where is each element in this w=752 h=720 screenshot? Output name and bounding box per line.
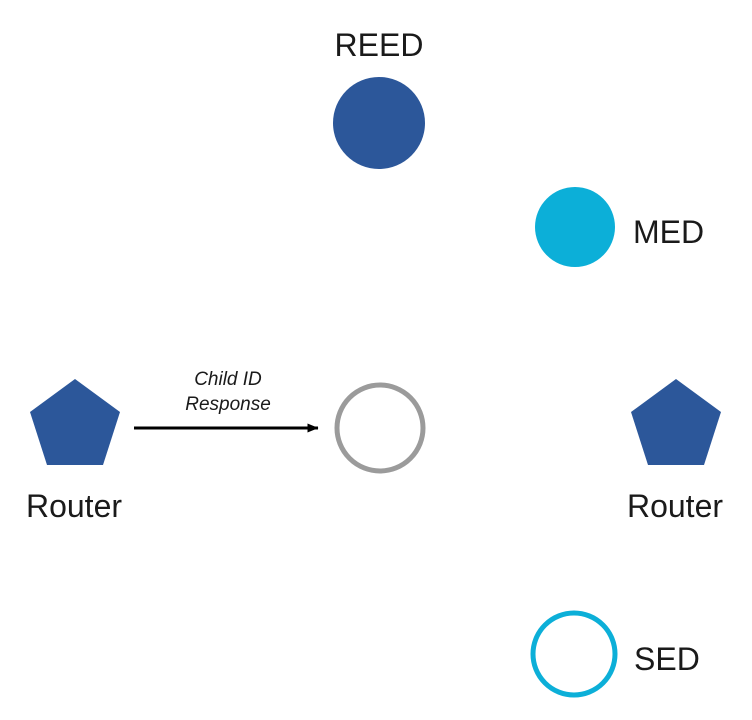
node-label-med: MED	[633, 214, 704, 250]
sed-circle-icon[interactable]	[530, 610, 618, 698]
node-router-right[interactable]: Router	[627, 379, 723, 524]
node-reed[interactable]: REED	[333, 27, 425, 169]
router-left-pentagon-icon[interactable]	[30, 379, 120, 465]
node-router-left[interactable]: Router	[26, 379, 122, 524]
med-circle-icon[interactable]	[535, 187, 615, 267]
node-med[interactable]: MED	[535, 187, 704, 267]
node-label-sed: SED	[634, 641, 700, 677]
edge-label-line-1: Child ID	[194, 369, 262, 390]
router-right-pentagon-icon[interactable]	[631, 379, 721, 465]
node-label-reed: REED	[335, 27, 424, 63]
joining-device-circle-icon[interactable]	[334, 382, 426, 474]
node-label-router-right: Router	[627, 488, 723, 524]
edge-label-line-2: Response	[185, 394, 271, 415]
node-sed[interactable]: SED	[530, 610, 700, 698]
node-label-router-left: Router	[26, 488, 122, 524]
reed-circle-icon[interactable]	[333, 77, 425, 169]
node-joining-device[interactable]	[334, 382, 426, 474]
edge-child-id-response: Child ID Response	[134, 369, 319, 433]
